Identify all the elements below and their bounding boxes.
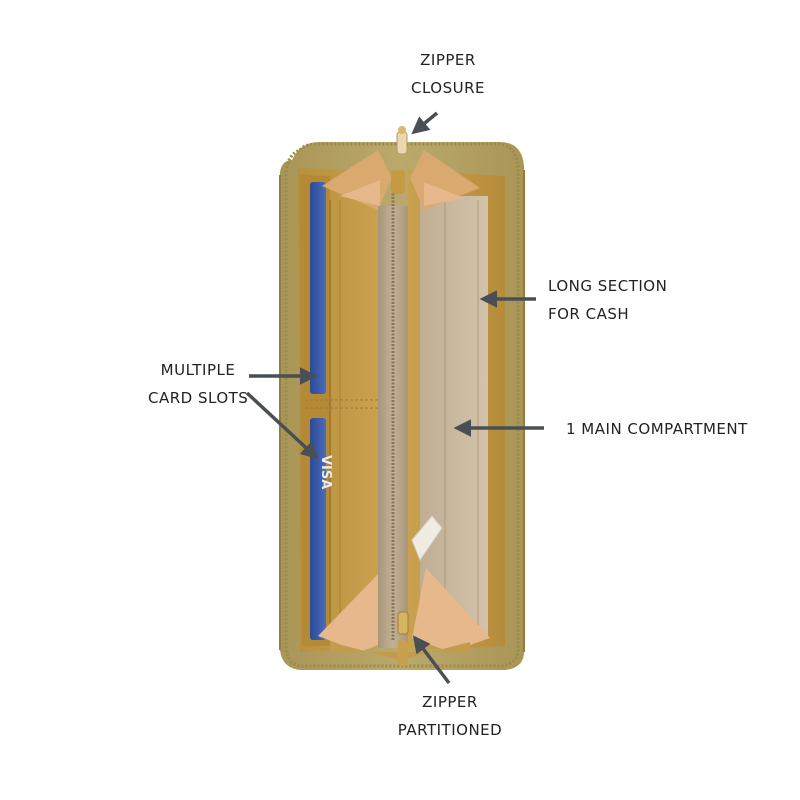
label-line: CARD SLOTS	[148, 389, 249, 407]
arrow-zipper-partitioned	[412, 635, 451, 685]
label-zipper-closure: ZIPPER CLOSURE	[400, 46, 496, 102]
zipper-divider	[378, 190, 443, 648]
zipper-pull-bottom	[397, 611, 409, 666]
arrow-card-slots-lower	[245, 391, 319, 460]
annotation-arrows	[245, 111, 544, 685]
label-line: ZIPPER	[422, 693, 478, 711]
credit-card-bottom	[310, 418, 326, 640]
label-line: 1 MAIN COMPARTMENT	[566, 420, 748, 438]
label-line: LONG SECTION	[548, 277, 668, 295]
label-line: CLOSURE	[410, 79, 485, 97]
label-line: ZIPPER	[420, 51, 476, 69]
interior-right-panel	[408, 170, 505, 650]
top-gussets	[322, 150, 480, 210]
label-zipper-partitioned: ZIPPER PARTITIONED	[394, 688, 506, 744]
label-line: PARTITIONED	[397, 721, 503, 739]
credit-cards: VISA	[310, 182, 333, 640]
card-brand-text: VISA	[318, 455, 333, 489]
credit-card-top	[310, 182, 326, 394]
label-main-compartment: 1 MAIN COMPARTMENT	[566, 415, 748, 443]
label-line: MULTIPLE	[160, 361, 236, 379]
label-card-slots: MULTIPLE CARD SLOTS	[148, 356, 248, 412]
bottom-gussets	[318, 568, 490, 660]
label-line: FOR CASH	[548, 305, 630, 323]
label-long-section: LONG SECTION FOR CASH	[548, 272, 667, 328]
arrow-zipper-closure	[411, 111, 439, 135]
zipper-pull-top	[391, 126, 408, 194]
